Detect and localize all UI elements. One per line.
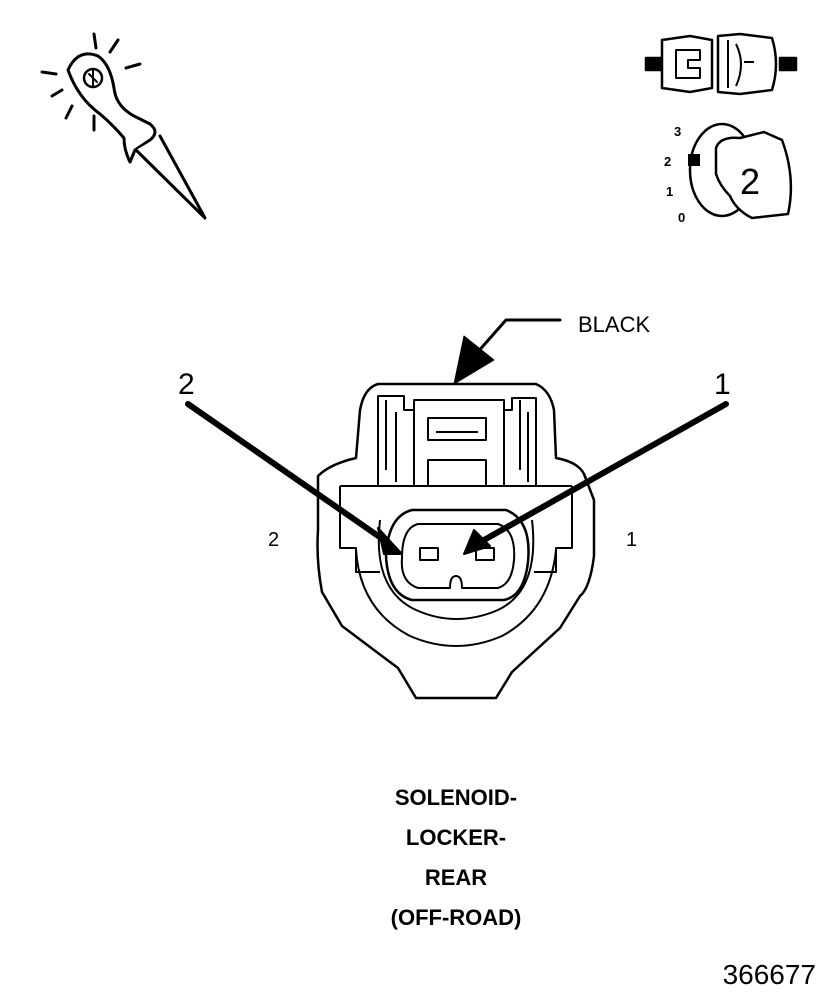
- caption: SOLENOID- LOCKER- REAR (OFF-ROAD): [391, 785, 522, 930]
- ignition-key-icon: 3 2 1 0 2: [664, 122, 793, 225]
- pin-2-callout: 2: [178, 368, 195, 401]
- pin-1-callout: 1: [714, 368, 731, 401]
- key-position-1: 1: [666, 184, 673, 199]
- figure-number: 366677: [723, 959, 816, 990]
- wire-color-label: BLACK: [578, 312, 650, 337]
- key-position-3: 3: [674, 124, 681, 139]
- connector-pair-icon: [644, 32, 798, 96]
- caption-line-4: (OFF-ROAD): [391, 905, 522, 930]
- cavity-label-2: 2: [268, 529, 279, 551]
- callout-arrows: [185, 318, 729, 555]
- key-position-2: 2: [664, 154, 671, 169]
- caption-line-1: SOLENOID-: [395, 785, 517, 810]
- connector-face: [316, 382, 596, 700]
- caption-line-2: LOCKER-: [406, 825, 506, 850]
- test-probe-icon: [40, 32, 207, 220]
- key-number: 2: [740, 161, 760, 202]
- key-position-0: 0: [678, 210, 685, 225]
- cavity-label-1: 1: [626, 529, 637, 551]
- caption-line-3: REAR: [425, 865, 487, 890]
